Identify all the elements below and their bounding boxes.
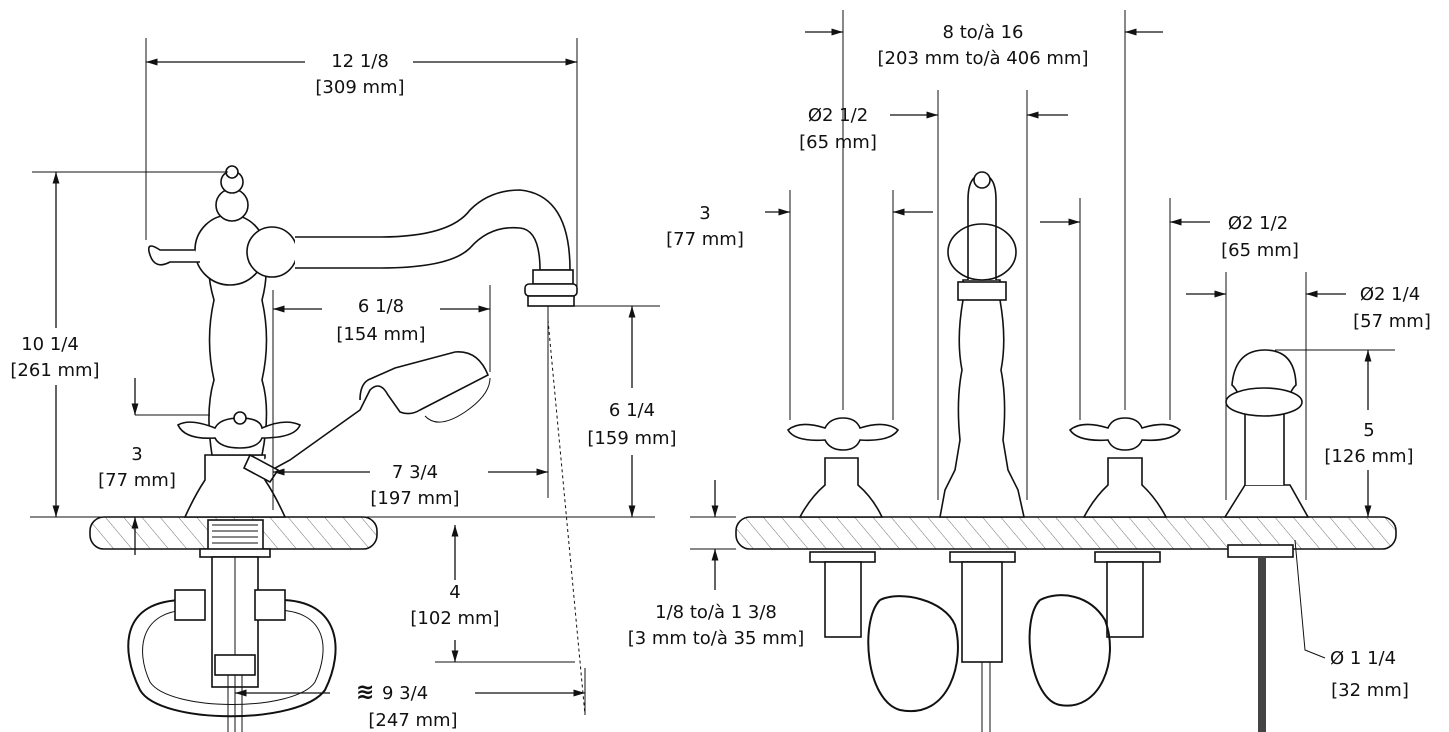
label-spray-reach: 7 3/4 — [392, 462, 438, 483]
label-handle-height-mm: [77 mm] — [666, 229, 744, 250]
label-spout-height-mm: [159 mm] — [587, 428, 676, 449]
label-hose-reach-mm: [247 mm] — [368, 710, 457, 731]
label-base-height-mm: [77 mm] — [98, 470, 176, 491]
left-dimension-lines — [30, 38, 660, 716]
label-spread: 8 to/à 16 — [943, 22, 1024, 43]
label-spray-dia-mm: [57 mm] — [1353, 311, 1431, 332]
label-below-deck: 4 — [449, 582, 460, 603]
label-left-height-mm: [261 mm] — [10, 360, 99, 381]
right-dimension-lines — [690, 10, 1395, 659]
label-spray-reach-mm: [197 mm] — [370, 488, 459, 509]
dimension-labels: 12 1/8 [309 mm] 10 1/4 [261 mm] 6 1/8 [1… — [10, 22, 1430, 731]
label-handle-span-mm: [154 mm] — [336, 324, 425, 345]
label-spout-height: 6 1/4 — [609, 400, 655, 421]
label-spout-dia-mm: [65 mm] — [799, 132, 877, 153]
label-spray-dia: Ø2 1/4 — [1360, 284, 1420, 305]
label-base-height: 3 — [131, 444, 142, 465]
label-deck-thickness-mm: [3 mm to/à 35 mm] — [628, 628, 805, 649]
label-below-deck-mm: [102 mm] — [410, 608, 499, 629]
label-left-width-mm: [309 mm] — [315, 77, 404, 98]
label-handle-span: 6 1/8 — [358, 296, 404, 317]
label-spray-height: 5 — [1363, 420, 1374, 441]
label-approx-symbol: ≋ — [356, 680, 374, 705]
label-hose-reach: 9 3/4 — [382, 683, 428, 704]
label-spout-dia: Ø2 1/2 — [808, 105, 868, 126]
widespread-faucet — [735, 171, 1397, 732]
label-left-height: 10 1/4 — [21, 334, 79, 355]
label-spread-mm: [203 mm to/à 406 mm] — [878, 48, 1089, 69]
deck-right — [735, 516, 1397, 550]
label-deck-thickness: 1/8 to/à 1 3/8 — [655, 602, 777, 623]
label-handle-dia: Ø2 1/2 — [1228, 213, 1288, 234]
label-spray-height-mm: [126 mm] — [1324, 446, 1413, 467]
label-handle-height: 3 — [699, 203, 710, 224]
label-left-width: 12 1/8 — [331, 51, 389, 72]
label-hole-dia: Ø 1 1/4 — [1330, 648, 1396, 669]
label-hole-dia-mm: [32 mm] — [1331, 680, 1409, 701]
single-hole-faucet — [89, 165, 578, 732]
label-handle-dia-mm: [65 mm] — [1221, 240, 1299, 261]
